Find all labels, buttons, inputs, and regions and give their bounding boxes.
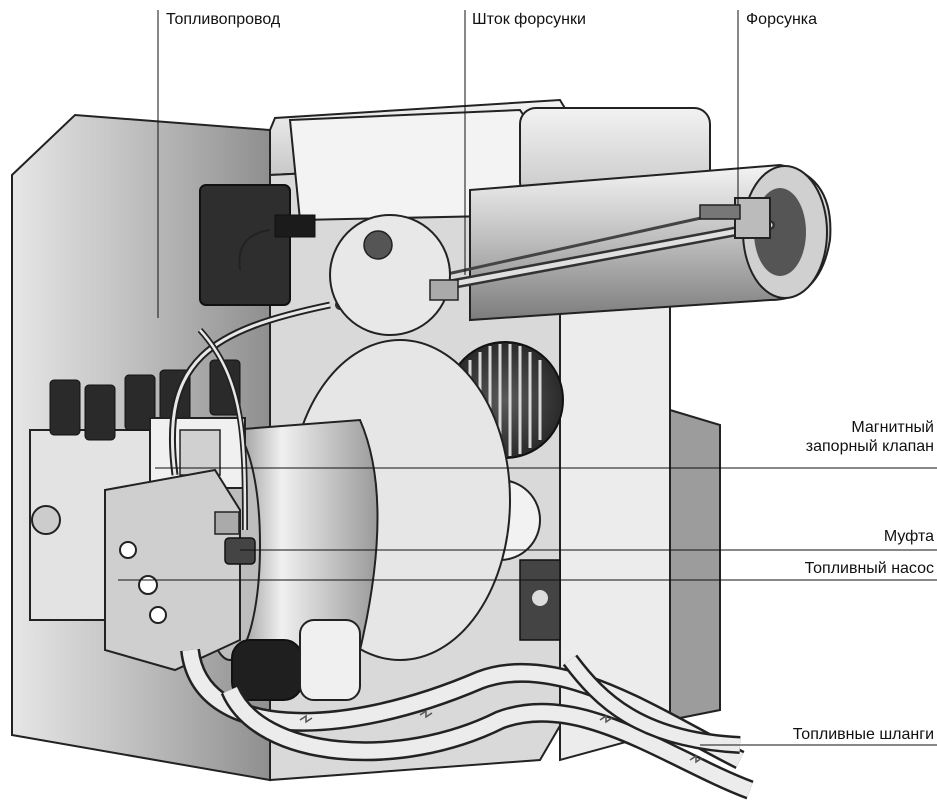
label-solenoid-valve-line2: запорный клапан bbox=[805, 438, 934, 455]
label-fuel-pump: Топливный насос bbox=[804, 560, 934, 577]
mounting-flange bbox=[329, 214, 459, 336]
label-solenoid-valve-line1: Магнитный bbox=[851, 419, 934, 436]
ignition-transformer bbox=[199, 184, 316, 306]
fuel-hoses bbox=[180, 648, 754, 800]
fuel-pump bbox=[104, 468, 241, 672]
coupling bbox=[224, 537, 256, 565]
label-nozzle-rod: Шток форсунки bbox=[472, 11, 586, 28]
label-coupling: Муфта bbox=[883, 528, 934, 545]
label-solenoid-valve: Магнитный запорный клапан bbox=[806, 418, 934, 456]
label-fuel-hoses: Топливные шланги bbox=[792, 726, 934, 743]
capacitor bbox=[231, 619, 361, 701]
fuel-line bbox=[168, 301, 331, 531]
nozzle-assembly bbox=[699, 197, 771, 239]
label-nozzle: Форсунка bbox=[746, 11, 818, 28]
leader-lines bbox=[118, 10, 937, 746]
label-fuel-line: Топливопровод bbox=[166, 11, 281, 28]
